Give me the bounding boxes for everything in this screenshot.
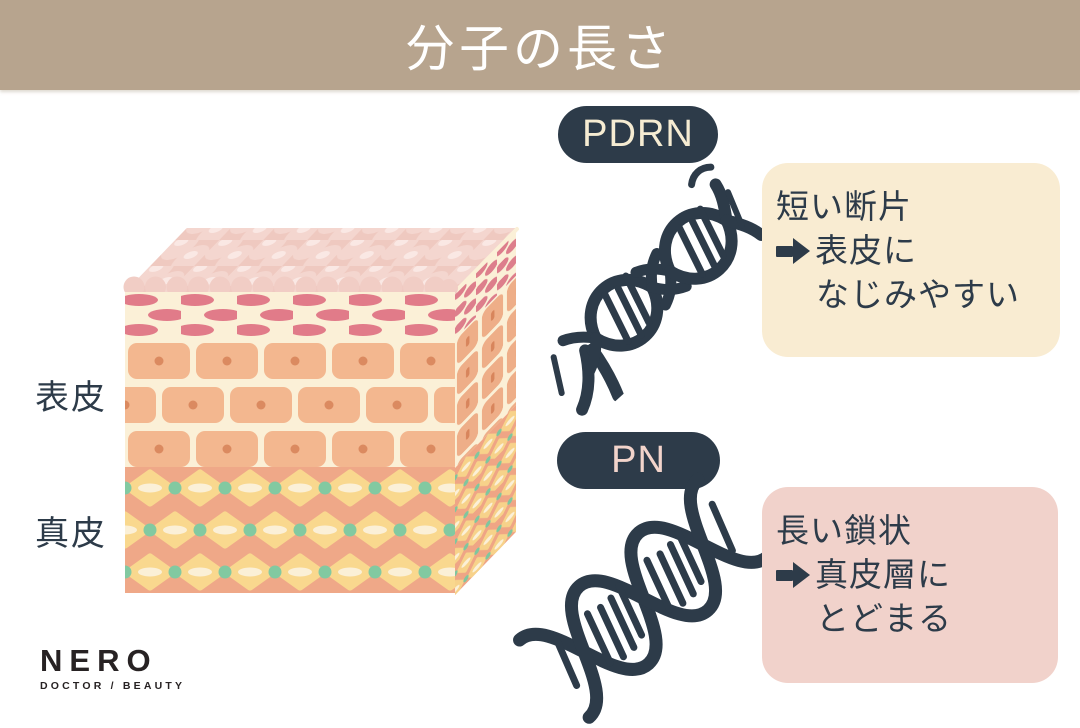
epidermis-label: 表皮 — [35, 379, 107, 417]
title-banner: 分子の長さ — [0, 0, 1080, 90]
pdrn-info-box: 短い断片 表皮に なじみやすい — [762, 163, 1060, 357]
pn-info-box: 長い鎖状 真皮層に とどまる — [762, 487, 1058, 683]
pn-badge-label: PN — [611, 439, 666, 481]
right-arrow-icon — [776, 562, 813, 589]
dermis-layer — [125, 467, 455, 593]
skin-front-face — [125, 292, 455, 593]
pdrn-badge: PDRN — [558, 106, 718, 163]
skin-layers-diagram — [123, 227, 519, 595]
brand-tagline: DOCTOR / BEAUTY — [40, 680, 186, 692]
pn-box-line1: 長い鎖状 — [776, 512, 912, 549]
dermis-label: 真皮 — [35, 515, 107, 553]
pdrn-badge-label: PDRN — [582, 113, 694, 155]
skin-side-face — [455, 229, 516, 595]
brand-name: NERO — [40, 643, 158, 678]
pn-dna-helix-icon — [508, 465, 782, 728]
right-arrow-icon — [776, 238, 813, 265]
pdrn-box-line2: 表皮に — [776, 229, 1060, 273]
page-title: 分子の長さ — [405, 21, 675, 77]
pdrn-box-line3: なじみやすい — [816, 276, 1020, 313]
pdrn-box-line1: 短い断片 — [776, 188, 912, 225]
brand-logo: NERO DOCTOR / BEAUTY — [40, 643, 186, 692]
pn-box-line2: 真皮層に — [776, 553, 1058, 597]
epidermis-layer — [125, 338, 455, 467]
pdrn-dna-fragments-icon — [507, 157, 788, 427]
pn-box-line3: とどまる — [816, 600, 952, 637]
skin-top-face — [125, 228, 518, 292]
